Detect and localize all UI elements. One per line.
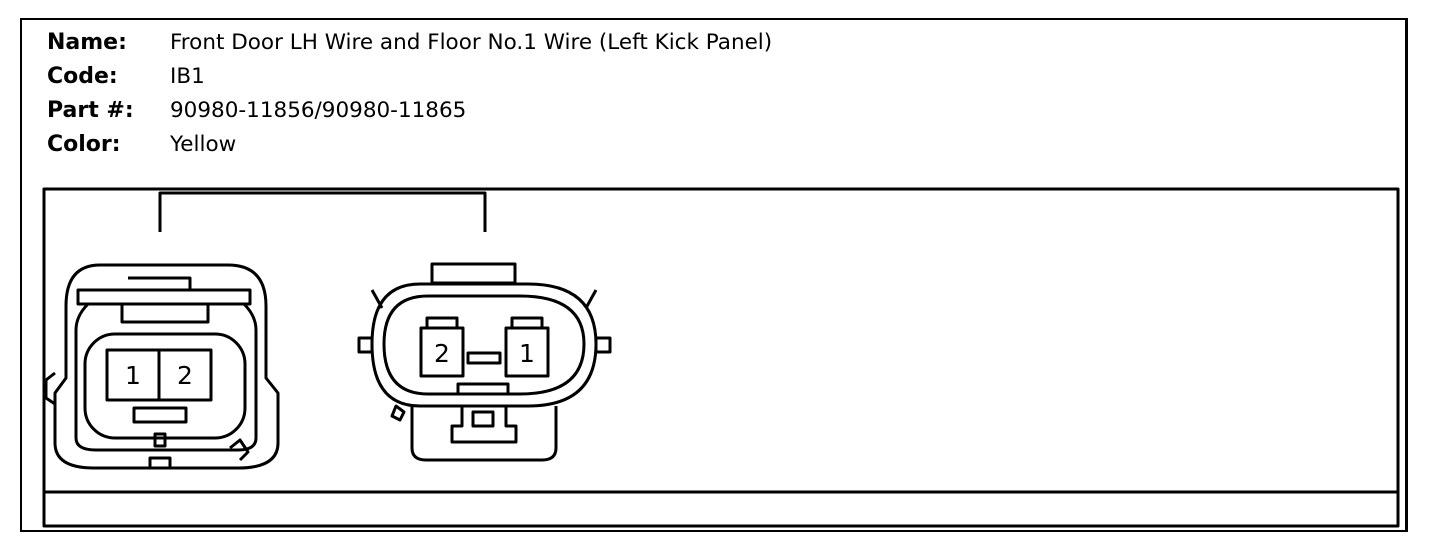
right-connector-ears bbox=[370, 289, 598, 309]
left-connector-latch bbox=[120, 304, 210, 324]
left-connector-bottom-tab bbox=[148, 456, 172, 470]
right-connector-inner-wall bbox=[382, 294, 586, 396]
right-connector-pin-clip-1 bbox=[510, 316, 544, 330]
connector-pair-bracket bbox=[158, 191, 487, 232]
left-connector-lock-bar bbox=[76, 288, 252, 306]
color-label: Color: bbox=[47, 132, 121, 157]
right-connector-housing bbox=[370, 282, 598, 408]
left-connector-inner-wall bbox=[74, 302, 258, 452]
part-value: 90980-11856/90980-11865 bbox=[170, 98, 467, 123]
left-connector-side-clip-right bbox=[229, 438, 250, 462]
part-label: Part #: bbox=[47, 98, 134, 123]
right-connector-lower-latch bbox=[450, 406, 518, 444]
right-connector-center-key bbox=[466, 351, 502, 365]
left-pin-label-1: 1 bbox=[125, 361, 141, 390]
right-connector bbox=[357, 262, 612, 462]
right-connector-side-peg-right bbox=[594, 336, 612, 354]
name-value: Front Door LH Wire and Floor No.1 Wire (… bbox=[170, 30, 773, 55]
left-connector-housing bbox=[53, 263, 280, 470]
outer-frame bbox=[20, 18, 1408, 532]
right-connector-lower-body bbox=[410, 406, 558, 462]
left-pin-label-2: 2 bbox=[177, 361, 193, 390]
right-pin-label-1: 1 bbox=[519, 339, 535, 368]
right-pin-label-2: 2 bbox=[434, 339, 450, 368]
right-connector-lower-notch bbox=[471, 410, 495, 428]
diagram-box bbox=[42, 187, 1400, 528]
left-connector-side-clip-left bbox=[44, 371, 56, 406]
right-connector-lock-tab bbox=[430, 262, 517, 285]
color-value: Yellow bbox=[170, 132, 237, 157]
left-connector-lock-tab bbox=[128, 276, 192, 290]
right-connector-side-peg-left bbox=[357, 336, 374, 354]
left-connector-notch bbox=[153, 432, 167, 448]
right-connector-bottom-key bbox=[456, 382, 510, 396]
code-value: IB1 bbox=[170, 64, 205, 89]
name-label: Name: bbox=[47, 30, 127, 55]
right-connector-clip bbox=[390, 404, 406, 422]
code-label: Code: bbox=[47, 64, 118, 89]
left-connector bbox=[44, 263, 280, 470]
left-connector-key bbox=[132, 406, 188, 424]
right-connector-pin-clip-2 bbox=[425, 316, 459, 330]
